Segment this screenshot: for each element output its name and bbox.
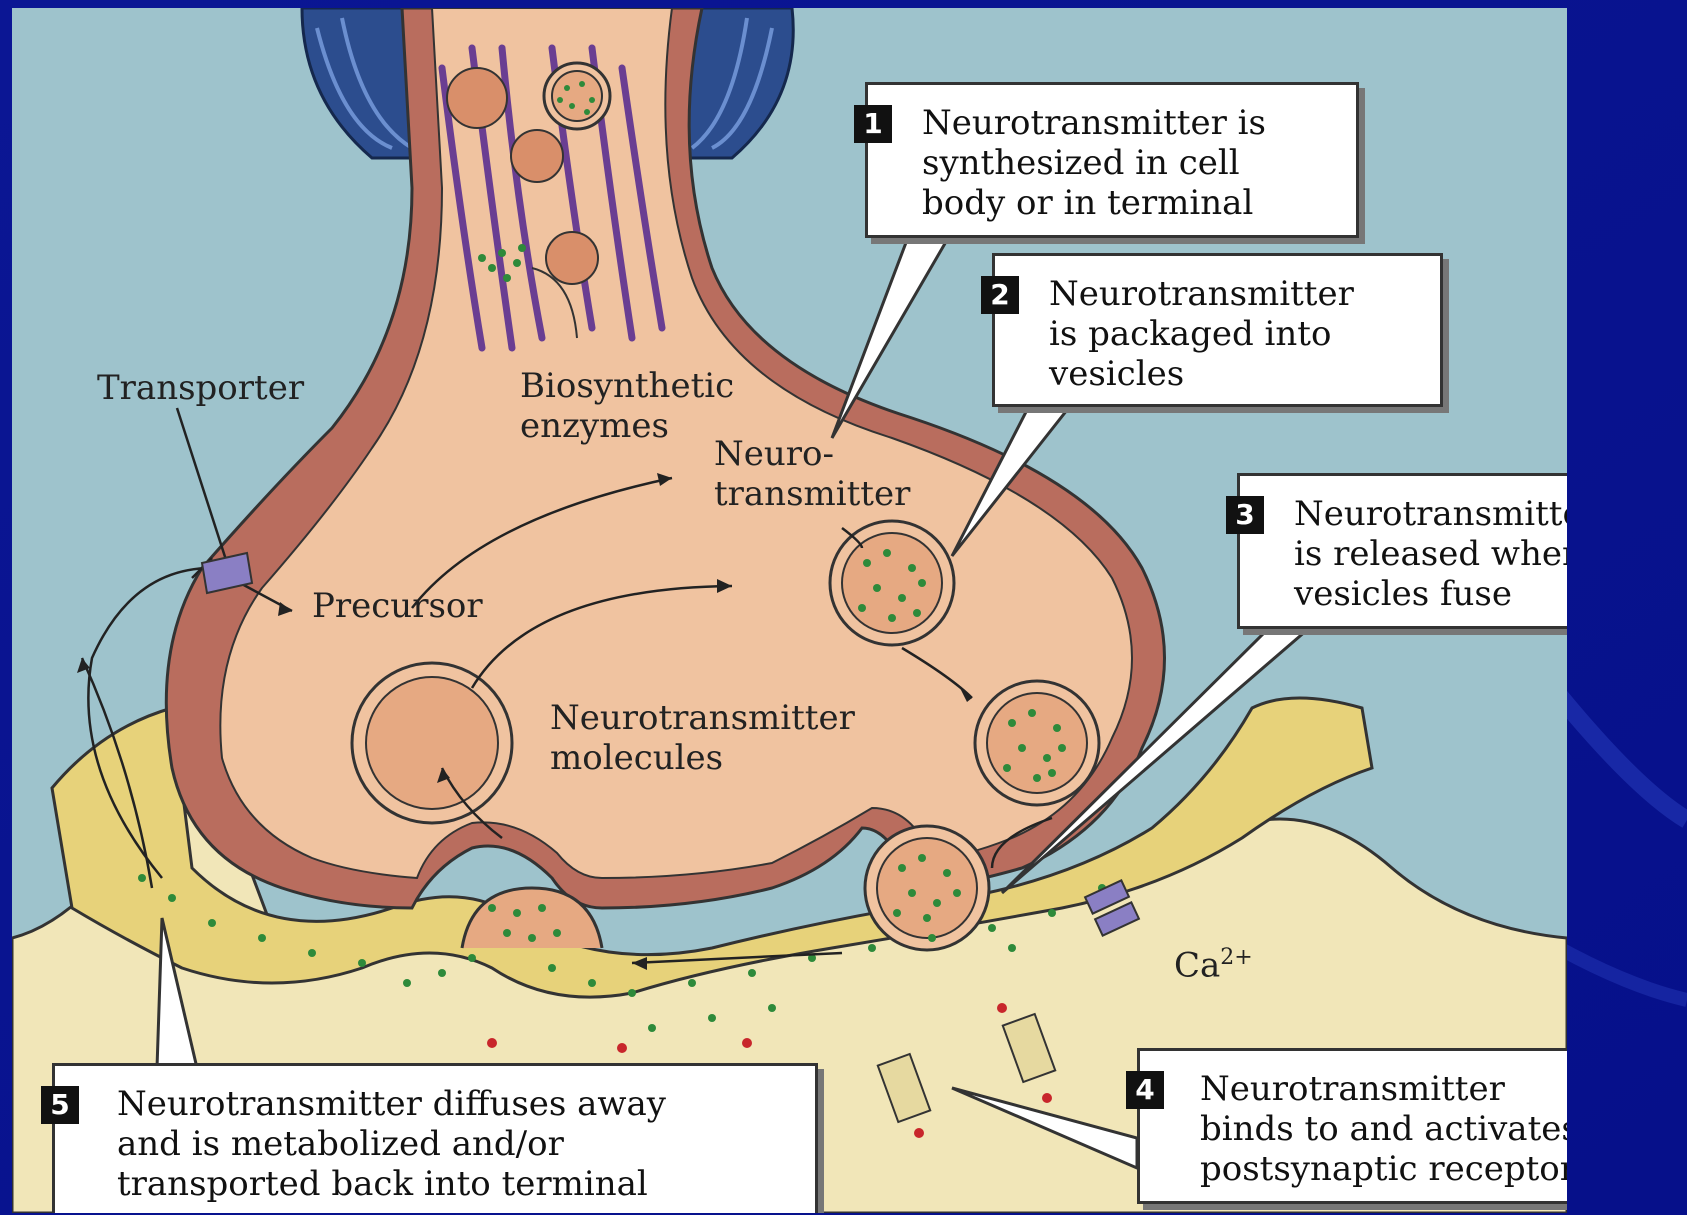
organelle <box>511 130 563 182</box>
vesicle-docked <box>865 826 989 950</box>
diagram-panel: Transporter Biosynthetic enzymes Neuro- … <box>12 8 1567 1213</box>
callout-step-2: 2 Neurotransmitter is packaged into vesi… <box>992 253 1443 407</box>
step-number-badge: 2 <box>981 276 1019 314</box>
label-transporter: Transporter <box>97 368 304 408</box>
step-number-badge: 1 <box>854 105 892 143</box>
callout-text: Neurotransmitter is packaged into vesicl… <box>1049 274 1354 394</box>
step-number-badge: 3 <box>1226 496 1264 534</box>
label-calcium: Ca2+ <box>1174 898 1253 985</box>
organelle <box>447 68 507 128</box>
step-number-badge: 4 <box>1126 1071 1164 1109</box>
label-biosynthetic-enzymes: Biosynthetic enzymes <box>520 366 734 446</box>
vesicle-filled-2 <box>975 681 1099 805</box>
label-precursor: Precursor <box>312 586 483 626</box>
label-neurotransmitter: Neuro- transmitter <box>714 434 910 514</box>
callout-text: Neurotransmitter binds to and activates … <box>1200 1069 1567 1189</box>
callout-text: Neurotransmitter diffuses away and is me… <box>117 1084 666 1204</box>
label-calcium-charge: 2+ <box>1220 945 1252 970</box>
organelle <box>546 232 598 284</box>
callout-step-5: 5 Neurotransmitter diffuses away and is … <box>52 1063 818 1213</box>
callout-text: Neurotransmitter is synthesized in cell … <box>922 103 1266 223</box>
callout-step-4: 4 Neurotransmitter binds to and activate… <box>1137 1048 1567 1204</box>
callout-text: Neurotransmitter is released when vesicl… <box>1294 494 1567 614</box>
step-number-badge: 5 <box>41 1086 79 1124</box>
label-neurotransmitter-molecules: Neurotransmitter molecules <box>550 698 855 778</box>
callout-step-1: 1 Neurotransmitter is synthesized in cel… <box>865 82 1359 238</box>
vesicle-filled-1 <box>830 521 954 645</box>
vesicle-empty <box>352 663 512 823</box>
callout-step-3: 3 Neurotransmitter is released when vesi… <box>1237 473 1567 629</box>
